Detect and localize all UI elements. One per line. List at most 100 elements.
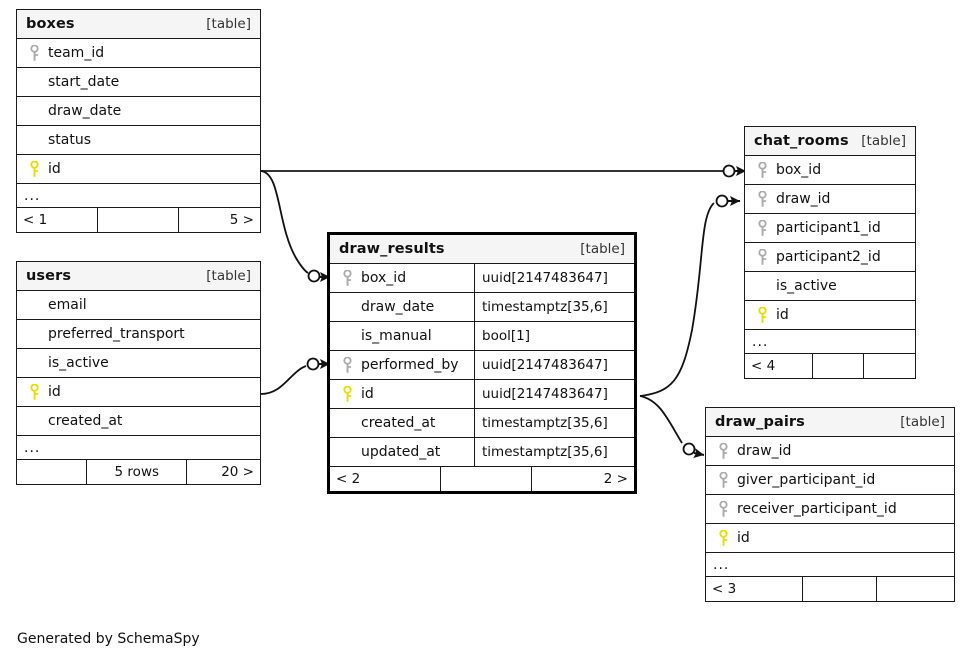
column-type: timestamptz[35,6] [474, 438, 634, 466]
column-row[interactable]: is_manual bool[1] [330, 322, 634, 351]
column-name: updated_at [361, 444, 441, 460]
foreign-key-icon [713, 500, 733, 518]
table-users[interactable]: users [table] email preferred_transport … [16, 261, 261, 485]
table-chat-rooms-name: chat_rooms [754, 133, 849, 149]
column-row[interactable]: performed_by uuid[2147483647] [330, 351, 634, 380]
more-columns-indicator: ... [706, 553, 954, 577]
column-row[interactable]: preferred_transport [17, 320, 260, 349]
foreign-key-icon [752, 161, 772, 179]
no-key-icon [337, 444, 357, 461]
table-draw-pairs-name: draw_pairs [715, 414, 805, 430]
column-row[interactable]: receiver_participant_id [706, 495, 954, 524]
more-columns-indicator: ... [17, 436, 260, 460]
foreign-key-icon [752, 219, 772, 237]
table-chat-rooms-footer: < 4 [745, 354, 915, 378]
column-name: giver_participant_id [737, 472, 876, 488]
column-name: participant2_id [776, 249, 881, 265]
footer-parents-count[interactable]: < 1 [17, 208, 99, 232]
no-key-icon [24, 74, 44, 91]
column-name: draw_date [361, 299, 435, 315]
table-draw-pairs[interactable]: draw_pairs [table] draw_id giver_partici… [705, 407, 955, 602]
column-type: timestamptz[35,6] [474, 293, 634, 321]
table-draw-results[interactable]: draw_results [table] box_id uuid[2147483… [327, 232, 637, 494]
table-chat-rooms-tag: [table] [861, 133, 906, 149]
table-draw-results-footer: < 2 2 > [330, 467, 634, 491]
footer-rows-count [813, 354, 864, 378]
column-row[interactable]: participant1_id [745, 214, 915, 243]
column-row[interactable]: id [745, 301, 915, 330]
table-users-name: users [26, 268, 72, 284]
column-name: created_at [48, 413, 123, 429]
footer-children-count[interactable] [864, 354, 915, 378]
table-chat-rooms[interactable]: chat_rooms [table] box_id draw_id [744, 126, 916, 379]
column-row[interactable]: is_active [17, 349, 260, 378]
column-name: draw_id [776, 191, 831, 207]
column-row[interactable]: start_date [17, 68, 260, 97]
table-boxes[interactable]: boxes [table] team_id start_date draw_da… [16, 9, 261, 233]
column-name: receiver_participant_id [737, 501, 897, 517]
column-row[interactable]: box_id uuid[2147483647] [330, 264, 634, 293]
footer-children-count[interactable]: 5 > [229, 212, 254, 228]
no-key-icon [24, 103, 44, 120]
column-name: draw_id [737, 443, 792, 459]
column-row[interactable]: box_id [745, 156, 915, 185]
no-key-icon [24, 297, 44, 314]
column-type: uuid[2147483647] [474, 380, 634, 408]
column-name: is_manual [361, 328, 432, 344]
column-row[interactable]: team_id [17, 39, 260, 68]
column-row[interactable]: draw_id [745, 185, 915, 214]
column-row[interactable]: draw_id [706, 437, 954, 466]
footer-parents-count[interactable]: < 3 [706, 577, 803, 601]
table-boxes-tag: [table] [206, 16, 251, 32]
footer-rows-count [441, 467, 533, 491]
no-key-icon [337, 328, 357, 345]
column-row[interactable]: created_at timestamptz[35,6] [330, 409, 634, 438]
footer-children-count[interactable]: 2 > [603, 471, 628, 487]
column-type: uuid[2147483647] [474, 351, 634, 379]
column-row[interactable]: id uuid[2147483647] [330, 380, 634, 409]
column-name: box_id [361, 270, 407, 286]
column-name: participant1_id [776, 220, 881, 236]
footer-rows-count [803, 577, 878, 601]
column-name: email [48, 297, 87, 313]
footer-parents-count[interactable] [17, 460, 88, 484]
column-row[interactable]: id [706, 524, 954, 553]
column-name: preferred_transport [48, 326, 185, 342]
column-type: uuid[2147483647] [474, 264, 634, 292]
footer-parents-count[interactable]: < 4 [745, 354, 813, 378]
column-name: id [48, 161, 61, 177]
footer-children-count[interactable] [877, 577, 954, 601]
primary-key-icon [337, 385, 357, 403]
link-users-id-to-draw-results-performed-by [260, 357, 330, 395]
foreign-key-icon [752, 190, 772, 208]
column-row[interactable]: draw_date [17, 97, 260, 126]
no-key-icon [24, 132, 44, 149]
table-chat-rooms-header: chat_rooms [table] [745, 127, 915, 156]
table-draw-results-tag: [table] [580, 241, 625, 257]
table-draw-pairs-header: draw_pairs [table] [706, 408, 954, 437]
column-name: id [776, 307, 789, 323]
column-row[interactable]: id [17, 155, 260, 184]
column-row[interactable]: email [17, 291, 260, 320]
column-row[interactable]: updated_at timestamptz[35,6] [330, 438, 634, 467]
footer-children-count[interactable]: 20 > [221, 464, 254, 480]
column-name: id [361, 386, 374, 402]
column-row[interactable]: draw_date timestamptz[35,6] [330, 293, 634, 322]
column-row[interactable]: status [17, 126, 260, 155]
column-row[interactable]: giver_participant_id [706, 466, 954, 495]
column-row[interactable]: id [17, 378, 260, 407]
column-name: team_id [48, 45, 105, 61]
column-name: box_id [776, 162, 822, 178]
column-type: timestamptz[35,6] [474, 409, 634, 437]
table-users-footer: 5 rows 20 > [17, 460, 260, 484]
footer-parents-count[interactable]: < 2 [330, 467, 441, 491]
primary-key-icon [713, 529, 733, 547]
column-row[interactable]: created_at [17, 407, 260, 436]
foreign-key-icon [24, 44, 44, 62]
column-row[interactable]: is_active [745, 272, 915, 301]
table-draw-results-name: draw_results [339, 241, 445, 257]
no-key-icon [24, 326, 44, 343]
column-row[interactable]: participant2_id [745, 243, 915, 272]
column-name: draw_date [48, 103, 122, 119]
